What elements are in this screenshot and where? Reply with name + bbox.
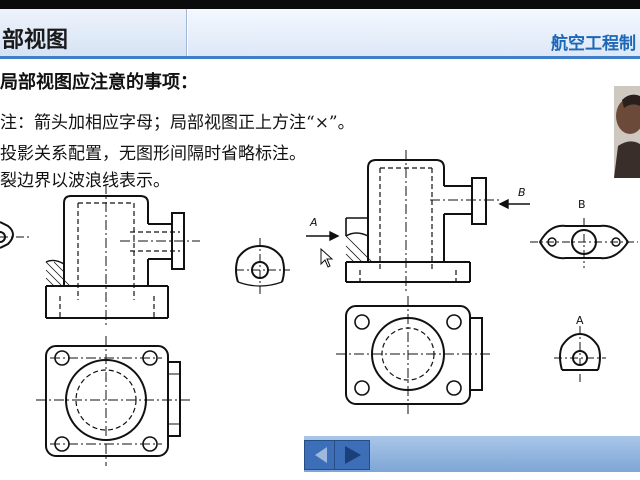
brand-banner: 航空工程制: [188, 9, 640, 56]
mouse-pointer-icon: [320, 248, 334, 268]
presenter-video-thumbnail: [614, 86, 640, 178]
left-flange-partial: [0, 221, 30, 249]
arrow-a-label: A: [309, 216, 318, 229]
note-line-1: 注：箭头加相应字母；局部视图正上方注“×”。: [0, 113, 355, 133]
title-banner: 部视图: [0, 9, 187, 56]
left-boss-partial-view: [235, 238, 290, 296]
top-black-strip: [0, 0, 640, 9]
play-forward-icon: [345, 446, 361, 464]
view-b-flange: [530, 218, 638, 268]
next-slide-button[interactable]: [334, 440, 370, 470]
arrow-b-indicator: [498, 198, 530, 210]
view-a-boss: [554, 326, 606, 382]
arrow-b-label: B: [518, 186, 526, 199]
slide-title: 部视图: [2, 28, 69, 53]
right-front-view: [345, 150, 500, 292]
section-heading: 局部视图应注意的事项：: [0, 72, 198, 93]
note-line-2: 投影关系配置，无图形间隔时省略标注。: [0, 144, 306, 164]
right-top-view: [336, 296, 492, 414]
left-top-view: [36, 336, 190, 466]
brand-name: 航空工程制: [551, 34, 636, 54]
header-divider: [0, 56, 640, 59]
left-front-view: [45, 184, 200, 326]
play-back-icon: [315, 447, 327, 463]
note-line-3: 裂边界以波浪线表示。: [0, 171, 170, 191]
view-b-title: B: [578, 198, 586, 211]
arrow-a-indicator: [306, 230, 340, 242]
view-a-title: A: [576, 314, 584, 327]
